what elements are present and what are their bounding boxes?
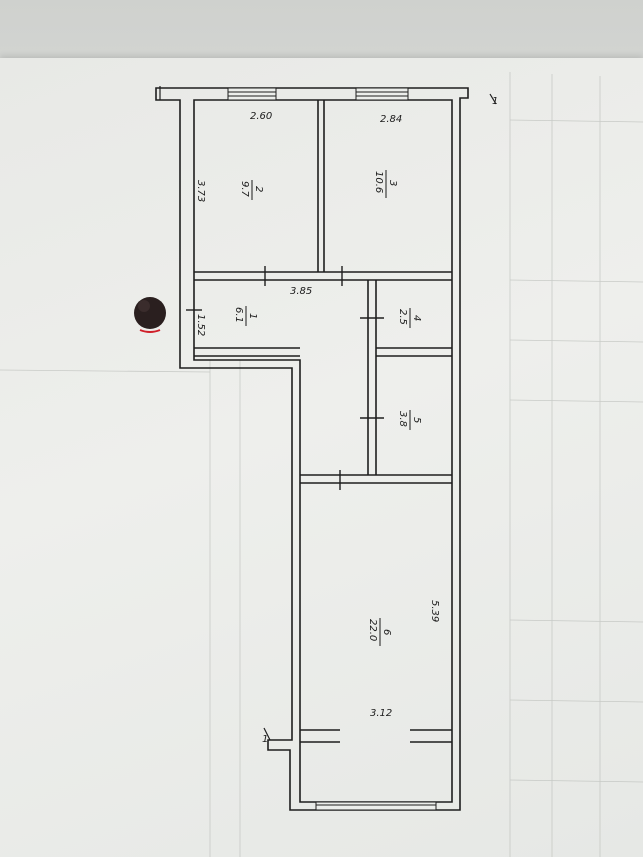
room-label-6: 6 22.0 [367,618,392,646]
room-label-2: 2 9.7 [239,180,264,200]
dimension-5-39: 5.39 [429,600,440,622]
marker-dot [134,297,166,333]
section-marks [159,86,497,741]
room-area: 6.1 [233,307,244,323]
room-label-4: 4 2.5 [397,308,422,328]
door-marks [186,266,384,490]
windows [227,87,437,811]
room-area: 22.0 [367,619,378,641]
background-table-grid [0,72,643,857]
room-number: 4 [411,315,422,321]
room-label-3: 3 10.6 [373,170,398,198]
walls [155,87,469,811]
room-number: 1 [247,313,258,319]
room-number: 5 [411,417,422,423]
section-mark-bottom: 1 [262,734,268,745]
room-number: 6 [381,629,392,635]
room-area: 2.5 [397,309,408,325]
dimension-3-73: 3.73 [195,180,206,202]
dimension-1-52: 1.52 [195,314,206,336]
room-label-5: 5 3.8 [397,410,422,430]
room-number: 2 [253,186,264,192]
dimension-2-60: 2.60 [250,111,272,122]
section-mark-top: 1 [492,96,498,107]
dimension-3-85: 3.85 [290,286,312,297]
room-area: 9.7 [239,181,250,198]
dimension-3-12: 3.12 [370,708,392,719]
paper-sheet [0,58,643,857]
room-area: 10.6 [373,171,384,193]
room-area: 3.8 [397,411,408,427]
outer-wall-outline [155,87,469,811]
room-label-1: 1 6.1 [233,306,258,326]
dimension-2-84: 2.84 [380,114,402,125]
room-number: 3 [387,180,398,186]
inner-wall-outline [193,99,453,803]
